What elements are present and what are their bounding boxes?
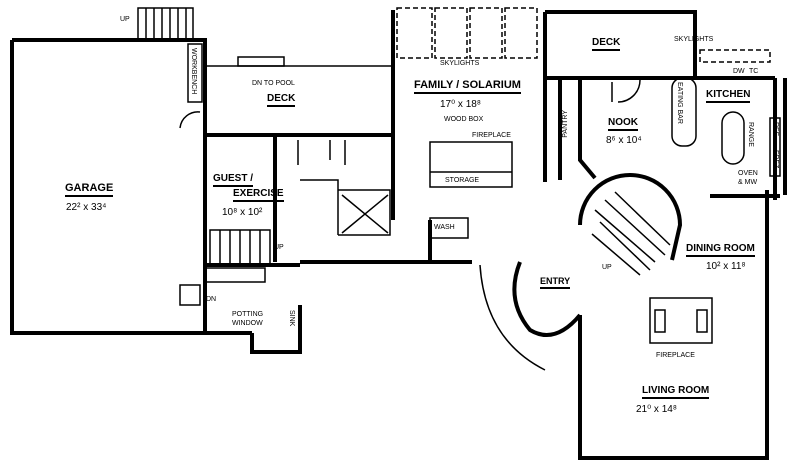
range-island: [721, 111, 745, 165]
kitchen-skylights-label: SKYLIGHTS: [674, 36, 714, 43]
guest-label: GUEST /: [213, 174, 254, 187]
shower: [341, 194, 389, 234]
steps-to-pool: [237, 56, 285, 67]
eating-bar: [671, 77, 697, 147]
ref-label: REF: [772, 122, 779, 136]
potting-label: POTTING: [232, 311, 264, 318]
stair-up-label: UP: [120, 16, 130, 23]
pantry-label: PANTRY: [562, 110, 569, 138]
counter: [204, 267, 266, 283]
eating-bar-label: EATING BAR: [676, 82, 683, 124]
workbench: [187, 43, 203, 103]
skylights-kitchen: [699, 49, 771, 63]
entry-stair-up: UP: [602, 264, 612, 271]
walkway-curve: [479, 264, 546, 371]
corridor-walls: [300, 135, 472, 264]
kitchen-walls: [693, 50, 787, 200]
wood-box-label: WOOD BOX: [444, 116, 484, 123]
frez-label: FREZ: [772, 150, 779, 169]
stair-dn: [179, 284, 201, 306]
family-fireplace-label: FIREPLACE: [472, 132, 511, 139]
garage-walls: [10, 38, 252, 335]
refrigerator: [769, 117, 781, 177]
garage-size: 22² x 33⁴: [66, 202, 107, 213]
garage-label: GARAGE: [65, 183, 114, 197]
deck-walls: [545, 10, 697, 80]
fireplace-living: [649, 297, 713, 344]
washer-label: WASH: [434, 224, 455, 231]
pool-note: DN TO POOL: [252, 80, 295, 87]
guest-size: 10⁸ x 10²: [222, 207, 263, 218]
guest-stair-up: UP: [274, 244, 284, 251]
stair-dn-label: DN: [206, 296, 217, 303]
workbench-label: WORKBENCH: [190, 48, 197, 95]
sink-label: SINK: [288, 310, 295, 327]
exercise-label: EXERCISE: [233, 189, 284, 202]
dining-label: DINING ROOM: [686, 244, 755, 257]
deck-label: DECK: [592, 38, 621, 51]
nook-label: NOOK: [608, 118, 638, 131]
tc-label: TC: [749, 68, 759, 75]
window-label: WINDOW: [232, 320, 263, 327]
nook-size: 8⁶ x 10⁴: [606, 135, 642, 146]
mw-label: & MW: [738, 179, 758, 186]
kitchen-label: KITCHEN: [706, 90, 751, 103]
skylights-family: [396, 7, 538, 59]
living-walls: [578, 190, 769, 460]
dw-label: DW: [733, 68, 745, 75]
storage-label: STORAGE: [445, 177, 480, 184]
fireplace-family: [429, 141, 513, 188]
pool-deck-label: DECK: [267, 94, 296, 107]
spiral-stair: [578, 173, 683, 261]
dining-size: 10² x 11⁸: [706, 261, 746, 272]
door-swing: [179, 111, 201, 129]
family-size: 17⁰ x 18⁸: [440, 99, 482, 110]
range-label: RANGE: [747, 122, 754, 147]
family-label: FAMILY / SOLARIUM: [414, 80, 521, 94]
living-label: LIVING ROOM: [642, 386, 710, 399]
stair-top: [137, 7, 194, 41]
entry-wall: [512, 261, 582, 337]
bath-walls: [297, 140, 391, 236]
living-fireplace-label: FIREPLACE: [656, 352, 695, 359]
washer: [429, 217, 469, 239]
family-skylights-label: SKYLIGHTS: [440, 60, 480, 67]
entry-label: ENTRY: [540, 277, 571, 289]
pantry-walls: [543, 78, 597, 182]
oven-label: OVEN: [738, 170, 758, 177]
living-size: 21⁰ x 14⁸: [636, 404, 678, 415]
